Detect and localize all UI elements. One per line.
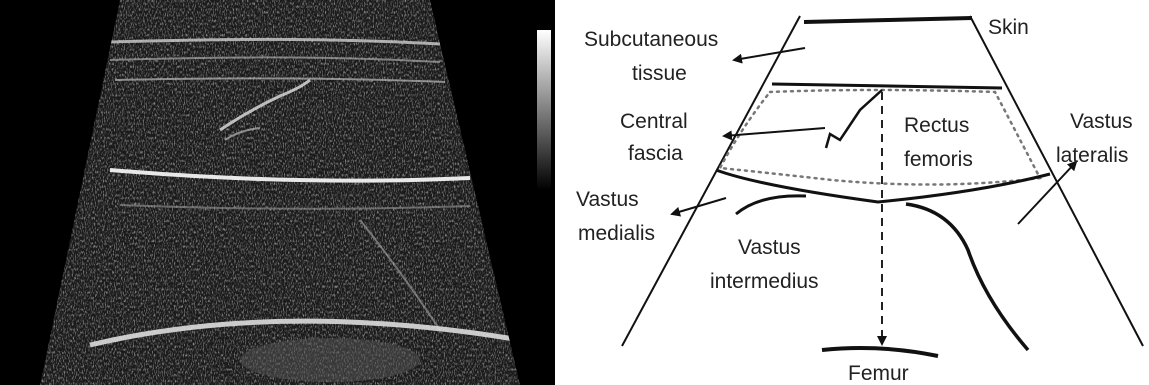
label-skin: Skin	[988, 16, 1029, 39]
rectus-femoris-dotted-outline	[720, 90, 1040, 185]
label-rectus-femoris-line1: Rectus	[904, 114, 969, 137]
label-subcutaneous-line2: tissue	[632, 62, 687, 85]
label-vastus-medialis-line2: medialis	[578, 222, 655, 245]
vastus-intermedius-lateral-border	[906, 204, 1028, 350]
vastus-medialis-arrow	[672, 198, 726, 214]
skin-line	[804, 18, 972, 22]
central-fascia-line	[826, 90, 882, 148]
label-vastus-intermedius-line1: Vastus	[738, 236, 801, 259]
label-vastus-lateralis-line1: Vastus	[1070, 110, 1133, 133]
label-central-fascia-line1: Central	[620, 110, 688, 133]
vastus-intermedius-upper-border	[736, 196, 806, 214]
subcutaneous-arrow	[734, 48, 805, 60]
grayscale-bar	[537, 30, 551, 190]
ultrasound-image	[0, 0, 555, 385]
femur-line	[822, 348, 938, 356]
label-vastus-intermedius-line2: intermedius	[710, 270, 819, 293]
label-subcutaneous-line1: Subcutaneous	[584, 28, 718, 51]
vastus-lateralis-arrow	[1018, 162, 1076, 224]
rectus-femoris-upper-border	[772, 84, 1002, 88]
label-vastus-lateralis-line2: lateralis	[1056, 144, 1128, 167]
ultrasound-svg	[0, 0, 555, 385]
label-femur: Femur	[848, 362, 909, 385]
schematic-diagram: Skin Subcutaneous tissue Central fascia …	[560, 0, 1149, 385]
label-central-fascia-line2: fascia	[628, 142, 683, 165]
label-vastus-medialis-line1: Vastus	[576, 188, 639, 211]
label-rectus-femoris-line2: femoris	[904, 148, 973, 171]
schematic-svg: Skin Subcutaneous tissue Central fascia …	[560, 0, 1149, 385]
